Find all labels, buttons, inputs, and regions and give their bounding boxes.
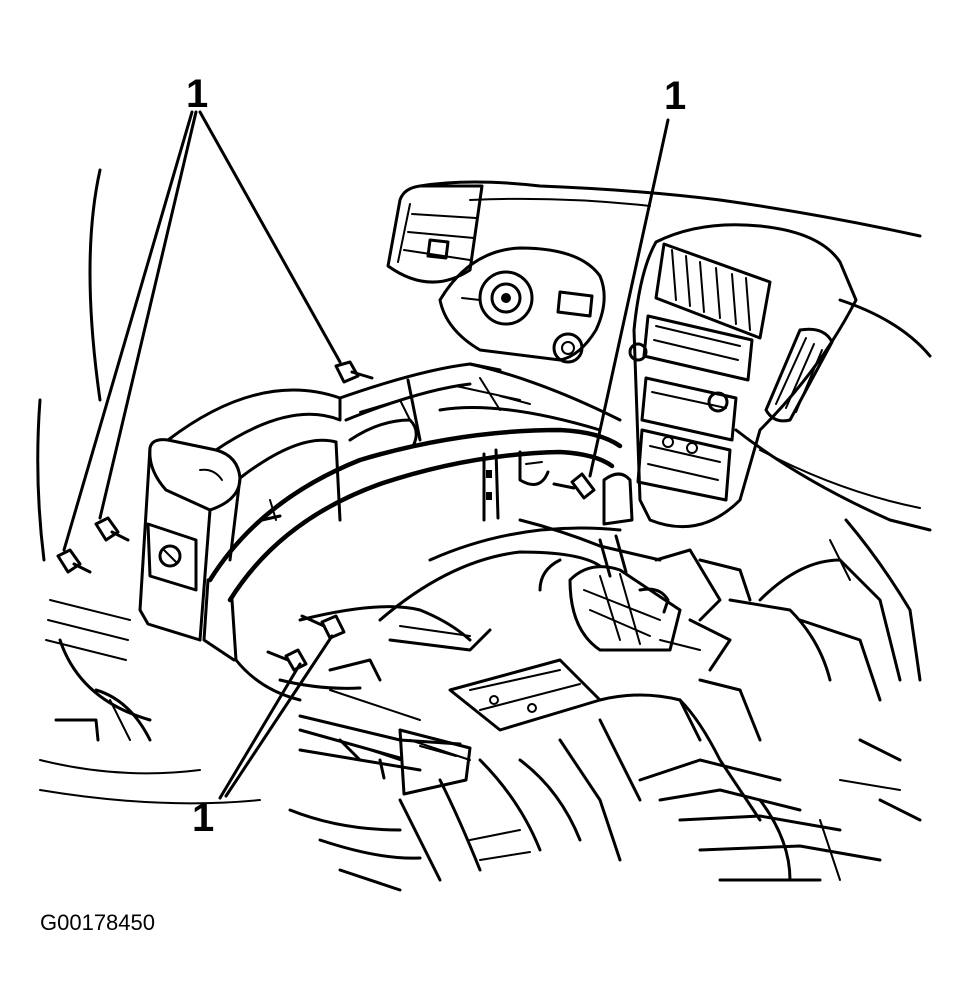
- figure-code: G00178450: [40, 910, 155, 935]
- console-frame: [202, 427, 662, 702]
- callout-label-bottom: 1: [192, 796, 215, 840]
- bolt-armrest-upper: [334, 360, 374, 384]
- bolt-dash-right: [552, 472, 596, 500]
- bolt-armrest-left-upper: [94, 516, 130, 542]
- left-trim-panel: [36, 168, 261, 805]
- callout-label-top-left: 1: [186, 72, 209, 116]
- armrest-console: [138, 388, 342, 642]
- leader-lines: [62, 110, 670, 800]
- fasteners: [56, 360, 596, 672]
- floor-ribs: [278, 658, 922, 892]
- floor-bracket: [448, 539, 902, 862]
- bolt-armrest-left-lower: [56, 548, 92, 574]
- instrument-panel: [386, 180, 932, 682]
- shifter-mechanism: [538, 472, 752, 672]
- bolt-frame-front-upper: [300, 614, 346, 640]
- callout-label-top-right: 1: [664, 74, 687, 118]
- console-top: [338, 362, 622, 446]
- bolt-frame-front-lower: [266, 648, 308, 672]
